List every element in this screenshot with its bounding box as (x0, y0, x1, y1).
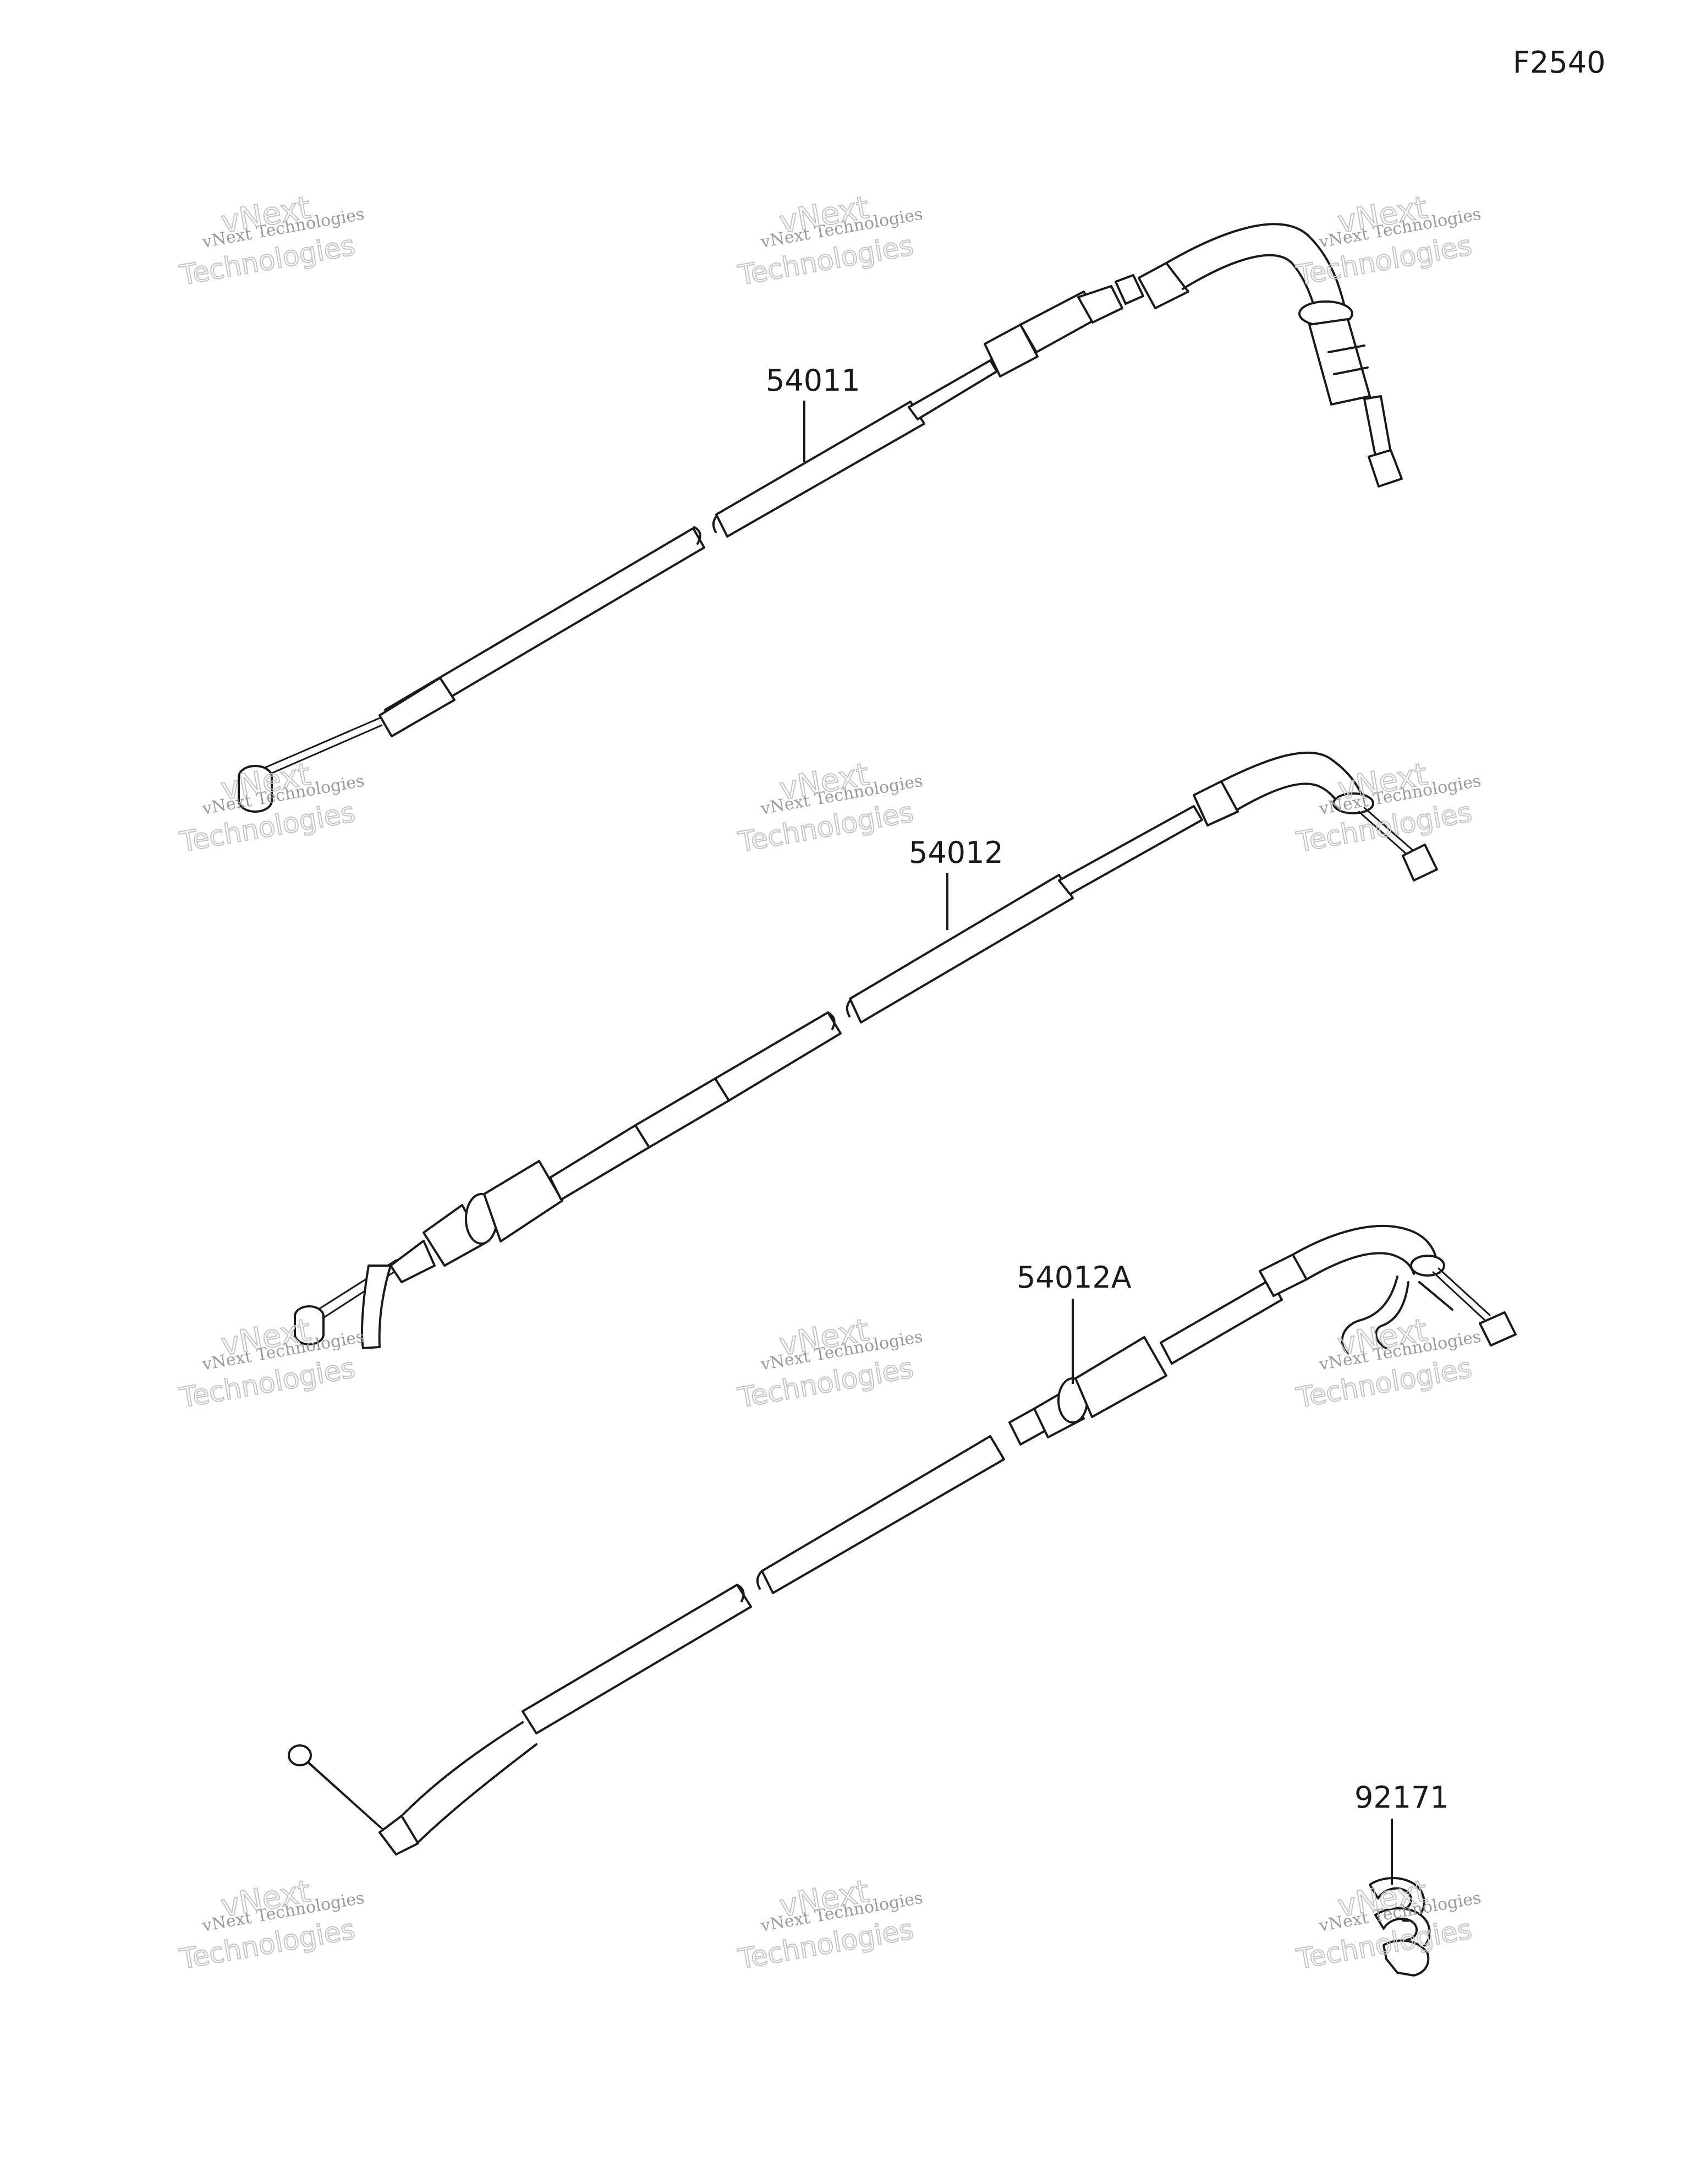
watermark-tile: vNext Technologies vNext Technologies (735, 1312, 924, 1415)
label-54012A[interactable]: 54012A (1017, 1260, 1132, 1295)
watermark-tile: vNext Technologies vNext Technologies (735, 756, 924, 859)
watermark-tile: vNext Technologies vNext Technologies (177, 1312, 366, 1415)
clamp-92171[interactable] (1369, 1877, 1431, 1977)
watermark-tile: vNext Technologies vNext Technologies (1293, 1312, 1483, 1415)
watermark-tile: vNext Technologies vNext Technologies (735, 1873, 924, 1976)
label-54012[interactable]: 54012 (909, 835, 1003, 870)
cable-end-nipple (238, 765, 273, 813)
watermark-tile: vNext Technologies vNext Technologies (177, 1873, 366, 1976)
cable-end-nipple (288, 1744, 312, 1766)
cable-54012A[interactable] (288, 1224, 1517, 1855)
watermark-tile: vNext Technologies vNext Technologies (177, 189, 366, 292)
watermark-tile: vNext Technologies vNext Technologies (1293, 189, 1483, 292)
watermark-tile: vNext Technologies vNext Technologies (1293, 756, 1483, 859)
figure-code: F2540 (1513, 45, 1606, 80)
cable-end-nipple (294, 1305, 325, 1345)
watermark-tile: vNext Technologies vNext Technologies (1293, 1873, 1483, 1976)
cable-54011[interactable] (238, 223, 1403, 813)
label-92171[interactable]: 92171 (1354, 1780, 1449, 1815)
watermark-tile: vNext Technologies vNext Technologies (735, 189, 924, 292)
label-54011[interactable]: 54011 (766, 363, 860, 398)
cable-54012[interactable] (294, 751, 1438, 1349)
watermark-tile: vNext Technologies vNext Technologies (177, 756, 366, 859)
